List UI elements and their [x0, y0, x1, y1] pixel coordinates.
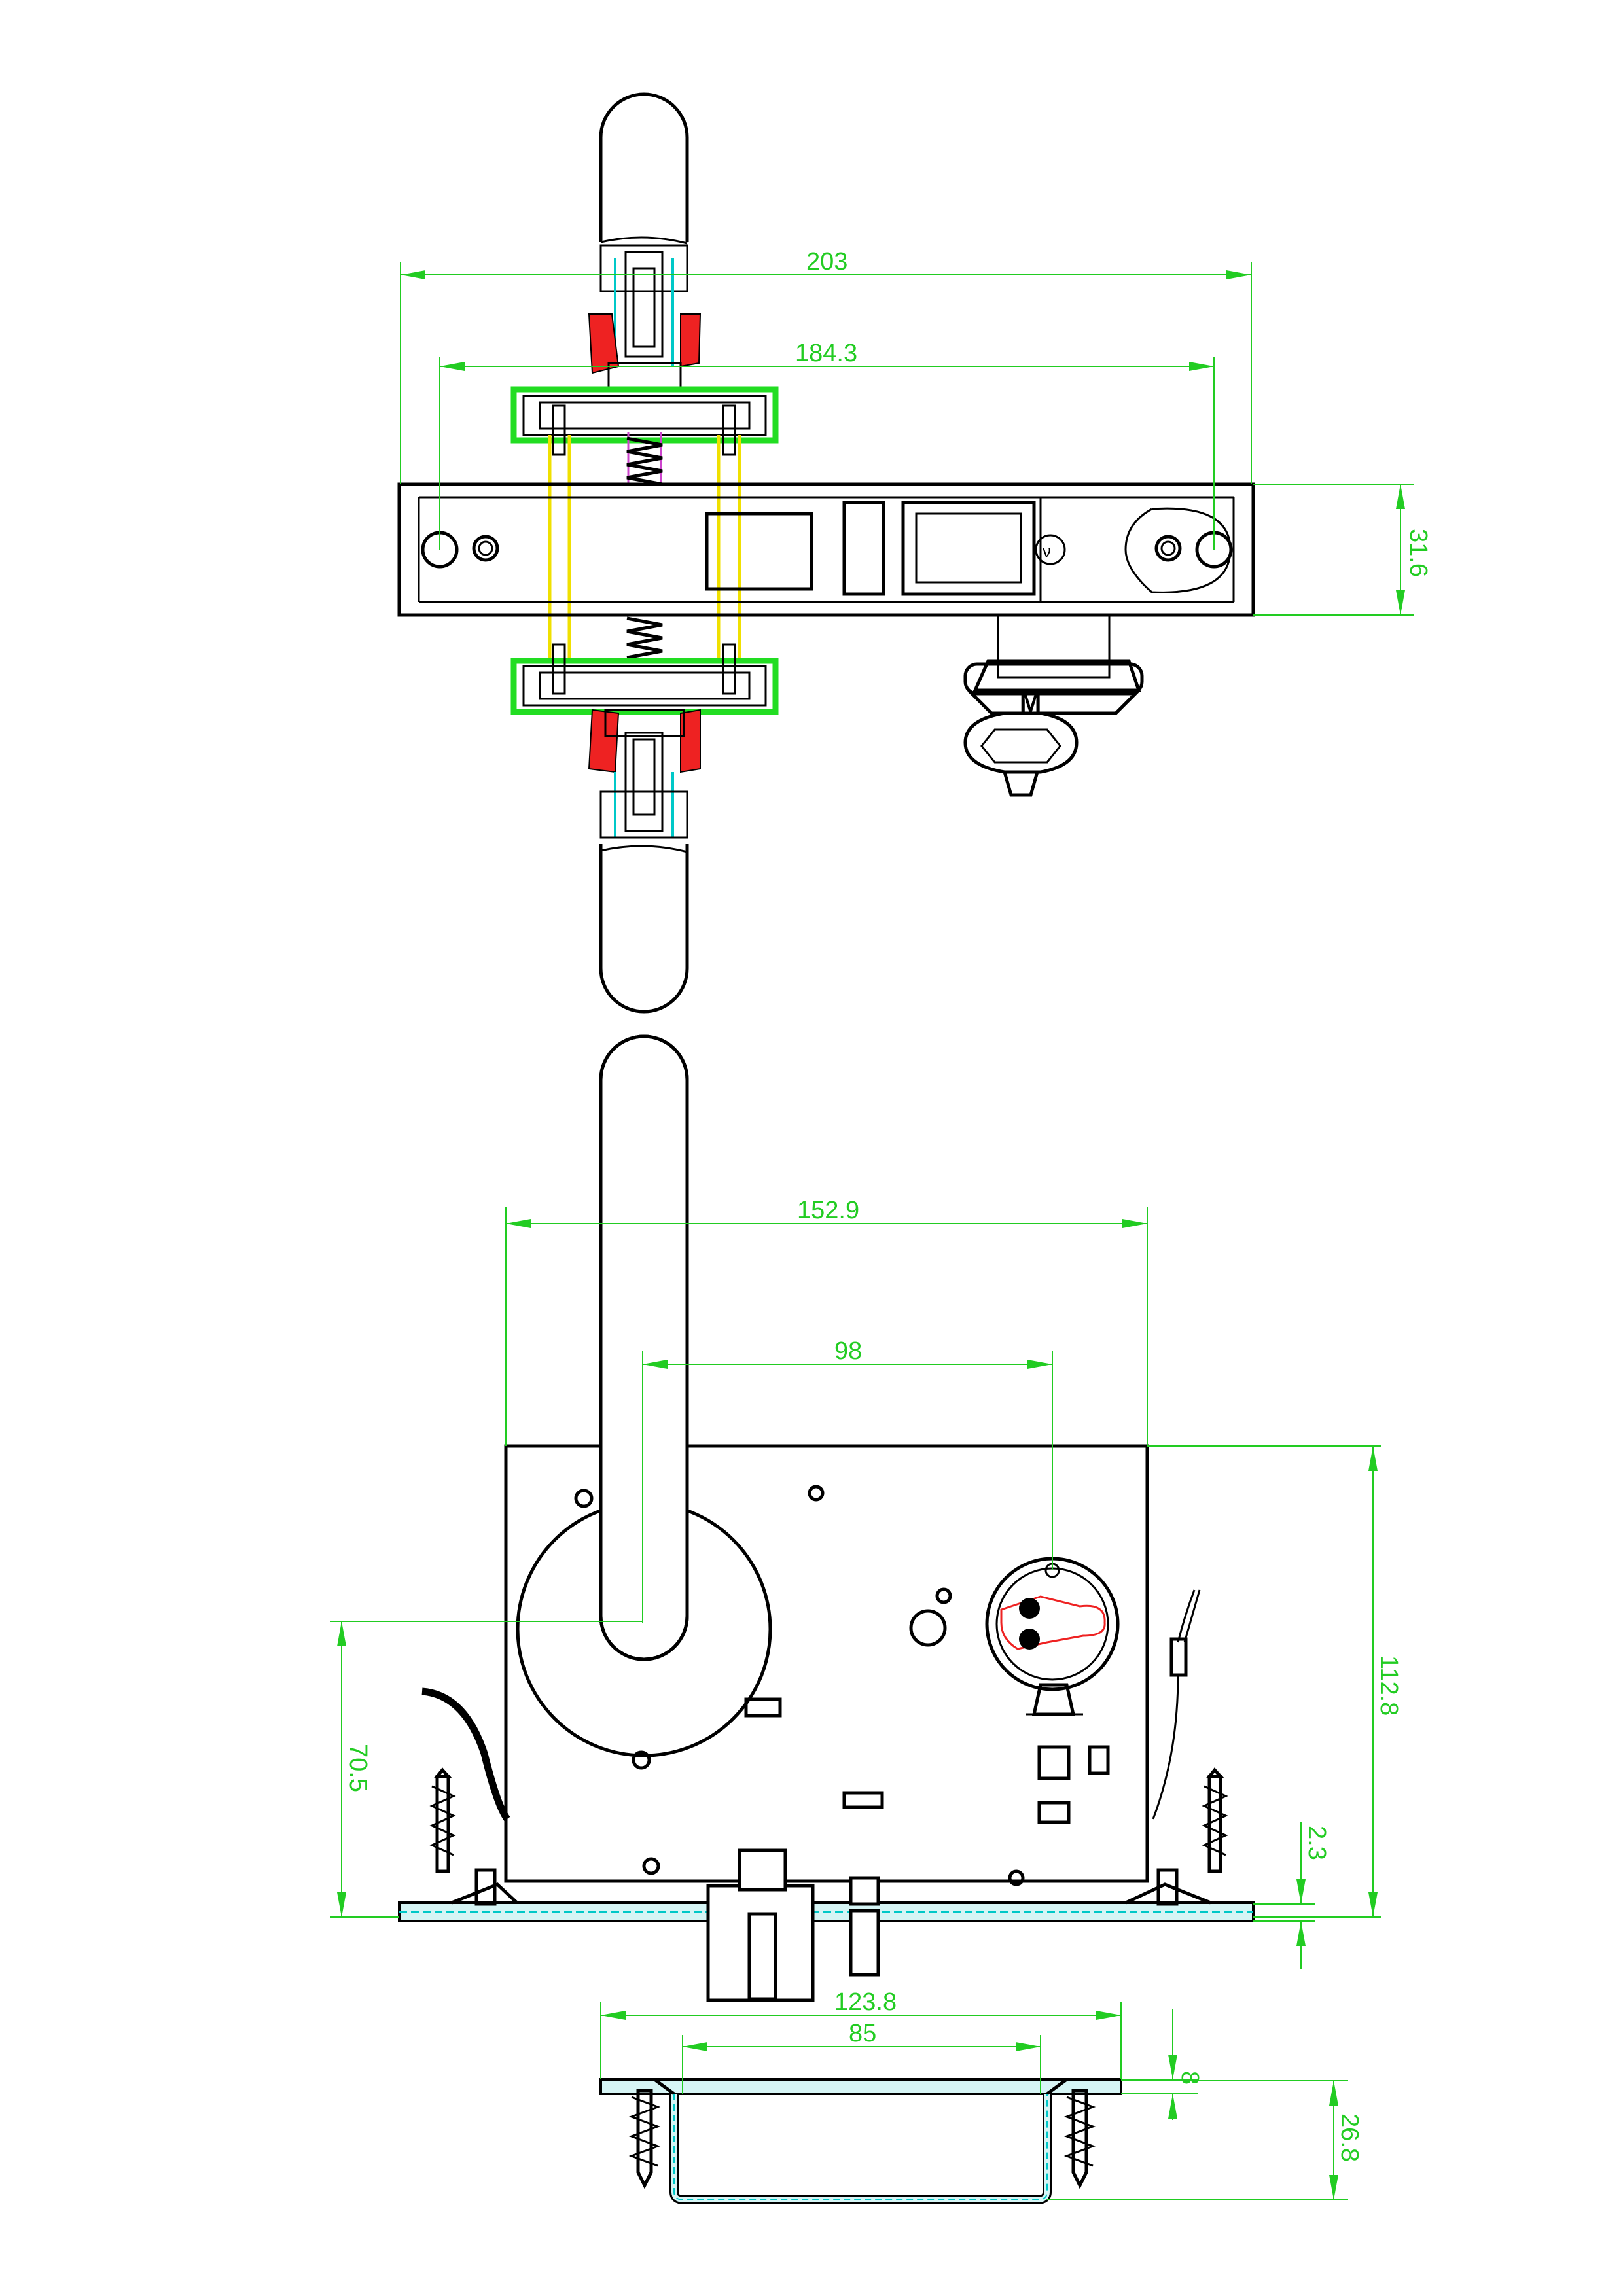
bolt-assembly — [706, 1848, 880, 2002]
dim-152-9: 152.9 — [505, 1197, 1148, 1446]
lower-spring — [626, 616, 663, 660]
dim-203: 203 — [400, 248, 1252, 484]
svg-text:98: 98 — [834, 1337, 862, 1365]
dim-31-6: 31.6 — [1253, 484, 1432, 616]
lock-faceplate: ν — [397, 482, 1255, 617]
svg-text:70.5: 70.5 — [344, 1744, 372, 1792]
upper-spring — [626, 432, 663, 486]
dim-184-3: 184.3 — [439, 340, 1215, 550]
cable-right — [1152, 1589, 1201, 1820]
dim-70-5: 70.5 — [330, 1621, 643, 1918]
svg-text:8: 8 — [1176, 2071, 1204, 2085]
svg-text:152.9: 152.9 — [797, 1197, 859, 1224]
screw-right-strike — [1063, 2089, 1096, 2189]
svg-text:85: 85 — [849, 2020, 876, 2047]
dim-98: 98 — [642, 1337, 1053, 1623]
screw-left-strike — [628, 2089, 661, 2189]
dim-112-8: 112.8 — [1147, 1445, 1402, 1918]
screw-right-front — [1202, 1767, 1228, 1873]
cable-left — [421, 1687, 510, 1822]
dim-123-8: 123.8 — [600, 1988, 1122, 2079]
svg-text:123.8: 123.8 — [834, 1988, 897, 2016]
svg-text:26.8: 26.8 — [1336, 2113, 1363, 2162]
svg-text:2.3: 2.3 — [1303, 1826, 1330, 1860]
svg-text:31.6: 31.6 — [1404, 529, 1432, 577]
dim-26-8: 26.8 — [1047, 2080, 1363, 2200]
cylinder-assembly: M — [963, 614, 1144, 797]
strike-view: 123.8 85 8 26.8 — [599, 1988, 1363, 2204]
strike-box — [599, 2077, 1122, 2204]
upper-rose — [510, 386, 779, 456]
screw-left-front — [429, 1767, 456, 1873]
svg-text:184.3: 184.3 — [795, 340, 857, 367]
yellow-section-lines — [548, 435, 741, 661]
svg-text:112.8: 112.8 — [1375, 1655, 1402, 1716]
base-plate — [398, 1868, 1255, 1922]
top-view: ν — [397, 92, 1432, 1014]
upper-handle — [588, 92, 702, 391]
svg-text:203: 203 — [806, 248, 847, 275]
front-view: 152.9 98 112.8 70.5 — [330, 1034, 1402, 2002]
lower-rose — [510, 643, 779, 715]
front-handle — [516, 1034, 782, 1770]
dim-8: 8 — [1121, 2009, 1204, 2120]
lower-handle — [588, 709, 701, 1014]
dim-85: 85 — [682, 2020, 1041, 2094]
dim-2-3: 2.3 — [1253, 1822, 1330, 1969]
svg-text:ν: ν — [1043, 541, 1051, 561]
